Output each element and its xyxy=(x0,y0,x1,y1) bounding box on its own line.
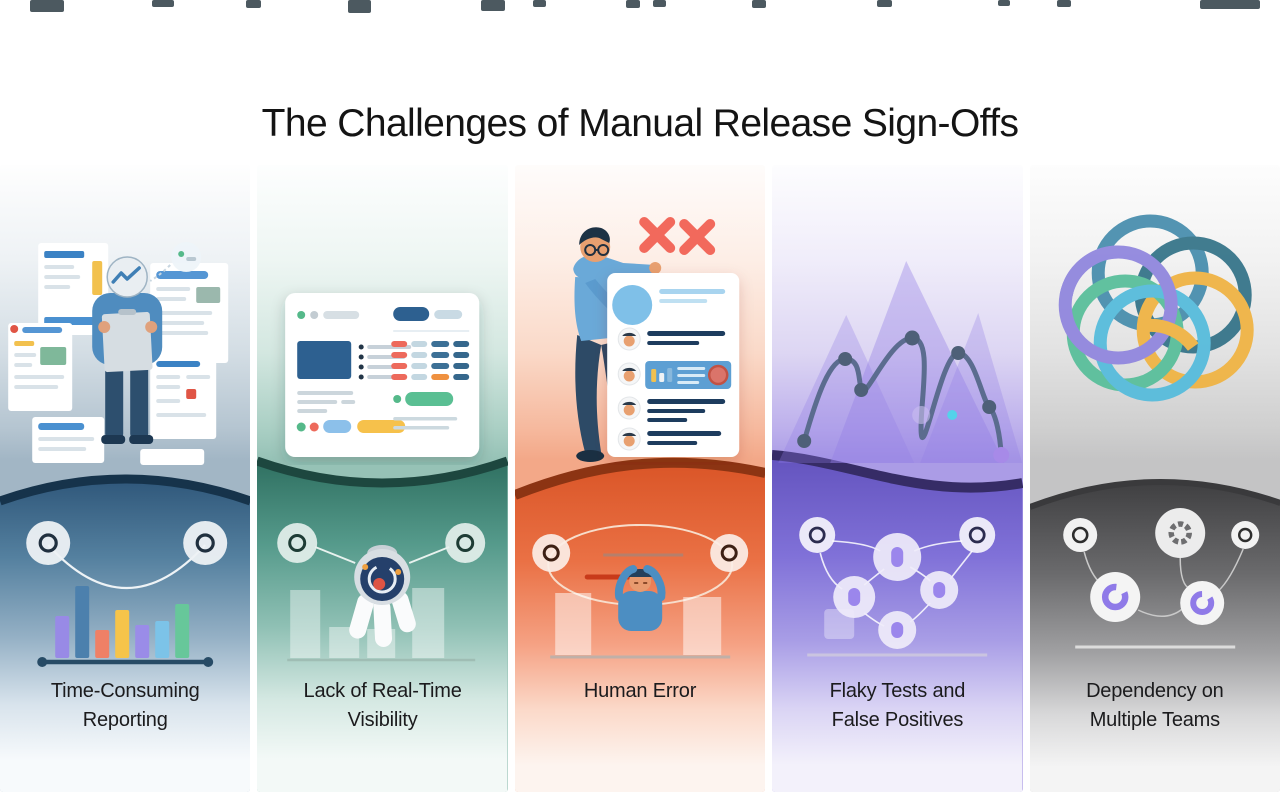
chart-placeholder xyxy=(297,341,352,379)
footer-left xyxy=(297,391,406,433)
page-title: The Challenges of Manual Release Sign-Of… xyxy=(261,102,1019,145)
footer-right xyxy=(393,392,458,430)
artifact-mark xyxy=(30,0,64,12)
test-node-mid-right xyxy=(920,571,959,609)
panel1-label-line1: Time-Consuming xyxy=(50,680,200,702)
team-node-gear xyxy=(1154,508,1205,558)
person-reading-clipboard xyxy=(92,256,163,444)
artifact-mark xyxy=(752,0,766,8)
volatile-line-chart xyxy=(797,330,1010,463)
error-x-marks xyxy=(639,217,716,255)
panel5-label-line1: Dependency on xyxy=(1086,680,1224,702)
confirm-button xyxy=(405,392,454,406)
artifact-mark xyxy=(998,0,1010,6)
panel1-label: Time-Consuming Reporting xyxy=(0,677,250,735)
panel5-label: Dependency on Multiple Teams xyxy=(1030,677,1280,735)
report-documents xyxy=(8,243,229,465)
test-node-mid-left xyxy=(833,576,876,618)
radar-creature-icon xyxy=(349,545,417,647)
panel1-label-line2: Reporting xyxy=(82,709,168,731)
test-node-top xyxy=(873,533,922,581)
challenge-panels: Time-Consuming Reporting xyxy=(0,165,1280,792)
link-node-right xyxy=(183,521,228,565)
test-node-bottom xyxy=(878,611,917,649)
panel4-label-line1: Flaky Tests and xyxy=(829,680,966,702)
dashboard-card xyxy=(285,293,480,457)
team-node-bottom-right xyxy=(1179,581,1224,625)
team-node-top-right xyxy=(1230,521,1259,549)
status-table xyxy=(391,341,470,380)
panel3-label: Human Error xyxy=(515,677,765,706)
faded-bars xyxy=(550,593,731,659)
artifact-mark xyxy=(533,0,546,7)
checklist-row-highlighted xyxy=(617,361,732,389)
link-node-left xyxy=(26,521,71,565)
panel-lack-of-real-time-visibility: Lack of Real-Time Visibility xyxy=(257,165,508,792)
magnifier-paddle xyxy=(612,285,653,325)
panel5-label-line2: Multiple Teams xyxy=(1089,709,1220,731)
panel2-label: Lack of Real-Time Visibility xyxy=(257,677,507,735)
panel3-label-line1: Human Error xyxy=(583,680,697,702)
rings-knot xyxy=(1058,214,1254,402)
link-node-left xyxy=(277,523,318,563)
artifact-mark xyxy=(348,0,371,13)
obscured-visibility-diagram xyxy=(277,523,486,662)
artifact-mark xyxy=(481,0,505,11)
checklist-error-illustration xyxy=(573,217,740,462)
interlocking-rings-illustration xyxy=(1058,214,1254,402)
panel2-label-line2: Visibility xyxy=(347,709,418,731)
team-node-top-left xyxy=(1062,518,1097,552)
panel2-label-line1: Lack of Real-Time xyxy=(303,680,462,702)
flaky-line-chart-illustration xyxy=(778,261,1023,463)
window-dot-green xyxy=(297,311,306,319)
checklist-row-3 xyxy=(617,396,726,422)
primary-button xyxy=(393,307,430,321)
artifact-mark xyxy=(152,0,174,7)
panel-human-error: Human Error xyxy=(514,165,766,792)
link-node-right xyxy=(710,534,749,572)
window-dot-gray xyxy=(310,311,319,319)
artifact-mark xyxy=(653,0,666,7)
frustrated-person-icon xyxy=(614,565,666,631)
panel-flaky-tests-false-positives: Flaky Tests and False Positives xyxy=(772,165,1023,792)
panel-dependency-multiple-teams: Dependency on Multiple Teams xyxy=(1029,165,1280,792)
test-network-diagram xyxy=(799,517,996,657)
checklist-row-1 xyxy=(617,327,726,351)
link-node-right xyxy=(959,517,996,553)
purple-data-dot xyxy=(993,447,1010,463)
team-dependency-diagram xyxy=(1062,508,1259,649)
link-node-right xyxy=(445,523,486,563)
dashboard-mockup-illustration xyxy=(285,293,480,457)
artifact-mark xyxy=(1200,0,1260,9)
rejected-stamp xyxy=(707,364,729,386)
artifact-mark xyxy=(246,0,261,8)
artifact-mark xyxy=(626,0,640,8)
person-reviewing-documents-illustration xyxy=(8,242,229,465)
human-error-diagram xyxy=(532,524,749,659)
link-node-left xyxy=(799,517,836,553)
checklist-card xyxy=(607,273,740,457)
panel4-label: Flaky Tests and False Positives xyxy=(772,677,1022,735)
team-node-bottom-left xyxy=(1089,572,1140,622)
panel-time-consuming-reporting: Time-Consuming Reporting xyxy=(0,165,251,792)
checklist-row-4 xyxy=(617,427,722,451)
pan4-label-line2: False Positives xyxy=(831,709,964,731)
cyan-data-dot xyxy=(947,410,958,420)
bar-chart-icon xyxy=(37,586,214,667)
bar-chart-diagram xyxy=(26,521,228,667)
mountain-silhouettes xyxy=(778,261,1023,463)
link-node-left xyxy=(532,534,571,572)
secondary-button xyxy=(434,310,463,319)
faded-bars xyxy=(287,588,476,662)
artifact-mark xyxy=(1057,0,1071,7)
artifact-mark xyxy=(877,0,892,7)
thought-bubble xyxy=(149,242,202,282)
panel5-hill-band xyxy=(1029,478,1280,792)
